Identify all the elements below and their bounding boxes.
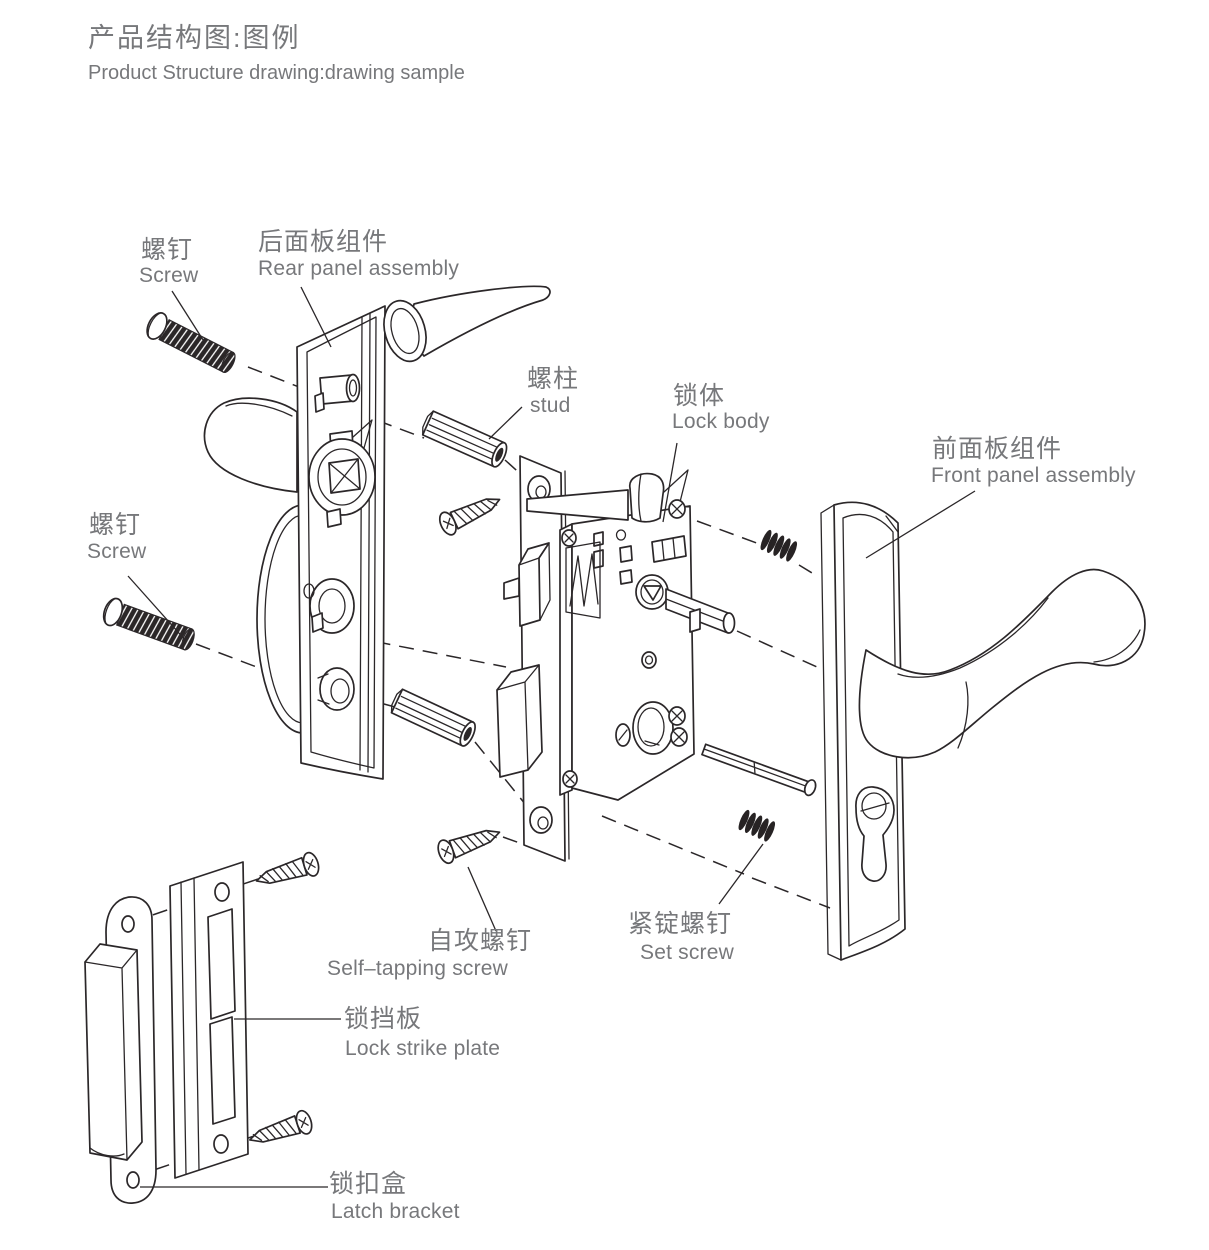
label-lock-body-en: Lock body bbox=[672, 410, 770, 433]
label-screw-top-cn: 螺钉 bbox=[141, 236, 194, 264]
lock-body-drawing bbox=[526, 469, 736, 801]
label-screw-left-cn: 螺钉 bbox=[89, 511, 142, 539]
mortise-faceplate-drawing bbox=[496, 455, 570, 862]
label-leader-lines bbox=[127, 286, 976, 1188]
label-stud-en: stud bbox=[530, 394, 571, 417]
label-strike-plate-en: Lock strike plate bbox=[345, 1037, 501, 1060]
latch-bracket-drawing bbox=[84, 896, 157, 1204]
label-self-tapping-en: Self–tapping screw bbox=[327, 957, 509, 980]
self-tapping-screw-2 bbox=[434, 820, 505, 867]
machine-screw-top bbox=[142, 308, 240, 378]
label-latch-bracket-en: Latch bracket bbox=[331, 1200, 460, 1223]
page-title-cn: 产品结构图:图例 bbox=[88, 23, 301, 53]
label-rear-panel-en: Rear panel assembly bbox=[258, 257, 460, 280]
self-tapping-screw-1 bbox=[435, 487, 506, 539]
set-screw-upper bbox=[758, 528, 800, 563]
self-tapping-screw-3 bbox=[252, 849, 323, 894]
machine-screw-left bbox=[99, 595, 199, 656]
page-title-en: Product Structure drawing:drawing sample bbox=[88, 62, 465, 84]
label-stud-cn: 螺柱 bbox=[527, 365, 580, 393]
label-front-panel-en: Front panel assembly bbox=[931, 464, 1136, 487]
front-panel-assembly-drawing bbox=[820, 501, 1146, 961]
set-screw-lower bbox=[736, 808, 778, 843]
label-latch-bracket-cn: 锁扣盒 bbox=[329, 1170, 408, 1198]
label-set-screw-en: Set screw bbox=[640, 941, 734, 964]
label-strike-plate-cn: 锁挡板 bbox=[344, 1005, 423, 1033]
label-screw-top-en: Screw bbox=[139, 264, 199, 287]
label-set-screw-cn: 紧锭螺钉 bbox=[628, 910, 733, 938]
label-front-panel-cn: 前面板组件 bbox=[932, 435, 1063, 463]
self-tapping-screw-4 bbox=[245, 1107, 316, 1153]
rear-panel-assembly-drawing bbox=[203, 285, 551, 780]
label-lock-body-cn: 锁体 bbox=[673, 382, 726, 410]
spindle-bar-drawing bbox=[701, 743, 817, 797]
label-screw-left-en: Screw bbox=[87, 540, 147, 563]
lock-strike-plate-drawing bbox=[169, 861, 249, 1179]
stud-upper bbox=[419, 409, 511, 470]
stud-lower bbox=[387, 687, 480, 749]
label-rear-panel-cn: 后面板组件 bbox=[258, 228, 389, 256]
label-self-tapping-cn: 自攻螺钉 bbox=[428, 927, 533, 955]
